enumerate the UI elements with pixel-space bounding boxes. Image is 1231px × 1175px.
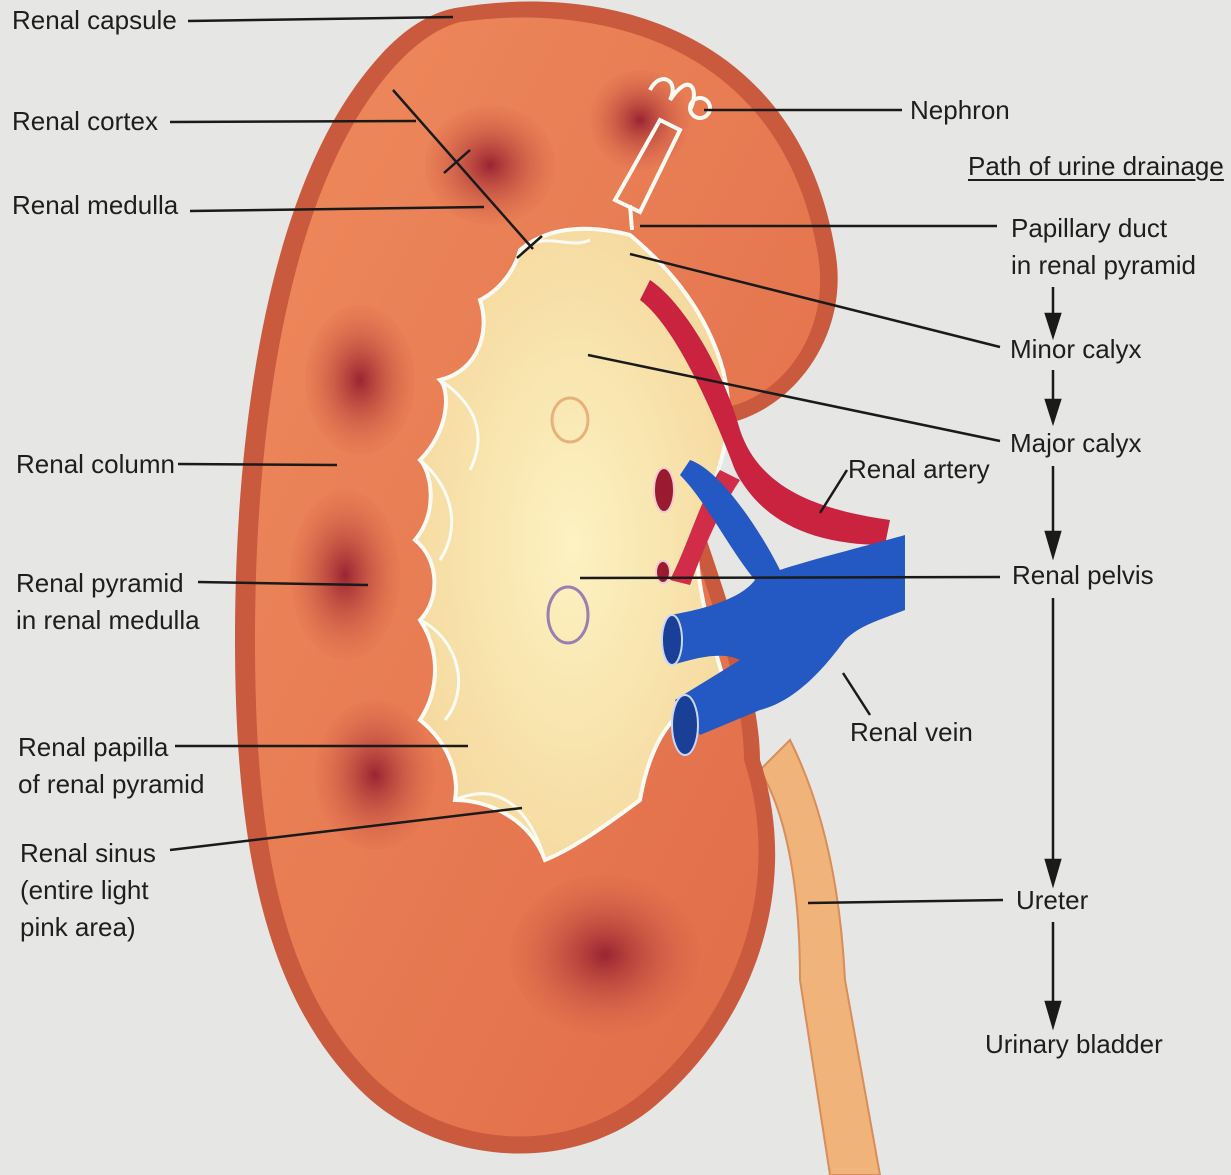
label-renal-papilla: Renal papilla of renal pyramid — [18, 729, 204, 803]
leader-renal-pelvis — [580, 577, 1000, 578]
arrow-head-4 — [1046, 860, 1060, 884]
label-renal-medulla: Renal medulla — [12, 187, 178, 224]
artery-opening-lower — [656, 561, 670, 583]
arrow-head-2 — [1046, 400, 1060, 422]
leader-renal-column — [178, 464, 337, 465]
ureter-tube — [760, 740, 880, 1175]
drainage-heading: Path of urine drainage — [968, 148, 1224, 185]
label-renal-artery: Renal artery — [848, 451, 990, 488]
label-renal-sinus: Renal sinus (entire light pink area) — [20, 835, 156, 946]
label-minor-calyx: Minor calyx — [1010, 331, 1141, 368]
label-ureter: Ureter — [1016, 882, 1088, 919]
label-papillary-duct: Papillary duct in renal pyramid — [1011, 210, 1196, 284]
label-renal-pyramid-line2: in renal medulla — [16, 602, 200, 639]
arrow-head-3 — [1046, 532, 1060, 556]
label-renal-pyramid-line1: Renal pyramid — [16, 565, 200, 602]
vein-opening-lower — [672, 695, 698, 755]
label-renal-pyramid: Renal pyramid in renal medulla — [16, 565, 200, 639]
label-renal-sinus-line1: Renal sinus — [20, 835, 156, 872]
label-nephron: Nephron — [910, 92, 1010, 129]
vein-opening-upper — [662, 615, 682, 665]
pyramid-upper-left — [305, 305, 415, 455]
label-renal-papilla-line2: of renal pyramid — [18, 766, 204, 803]
pyramid-mid-left — [290, 490, 400, 660]
label-papillary-duct-line1: Papillary duct — [1011, 210, 1196, 247]
pyramid-lower-left — [315, 700, 435, 850]
leader-renal-vein — [843, 673, 870, 715]
label-major-calyx: Major calyx — [1010, 425, 1141, 462]
arrow-head-5 — [1046, 1002, 1060, 1026]
label-renal-vein: Renal vein — [850, 714, 973, 751]
label-papillary-duct-line2: in renal pyramid — [1011, 247, 1196, 284]
leader-renal-cortex — [170, 121, 416, 122]
label-renal-sinus-line3: pink area) — [20, 909, 156, 946]
label-urinary-bladder: Urinary bladder — [985, 1026, 1163, 1063]
label-renal-column: Renal column — [16, 446, 175, 483]
artery-opening — [654, 468, 674, 512]
label-renal-pelvis: Renal pelvis — [1012, 557, 1154, 594]
label-renal-capsule: Renal capsule — [12, 2, 177, 39]
leader-renal-capsule — [188, 17, 453, 21]
label-renal-papilla-line1: Renal papilla — [18, 729, 204, 766]
leader-renal-artery — [820, 470, 847, 513]
label-renal-sinus-line2: (entire light — [20, 872, 156, 909]
label-renal-cortex: Renal cortex — [12, 103, 158, 140]
pyramid-bottom — [510, 875, 700, 1035]
